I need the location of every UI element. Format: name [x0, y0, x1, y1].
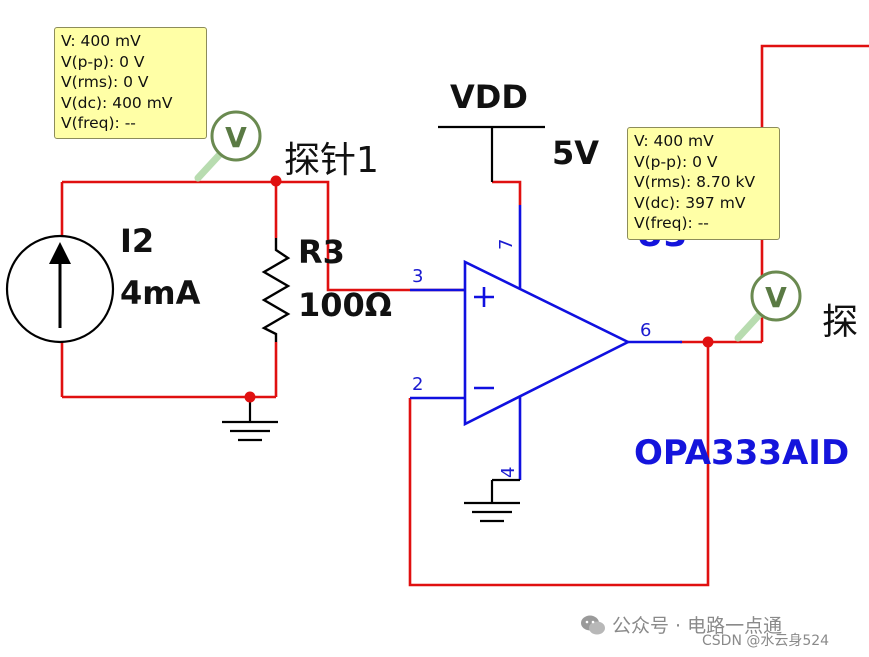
meter1-vdc: V(dc): 400 mV: [61, 93, 173, 112]
probe1-circle: [210, 110, 262, 162]
pin-3-label: 3: [412, 266, 423, 287]
vdd-value: 5V: [552, 134, 599, 172]
wechat-icon: [581, 615, 605, 634]
probe2-symbol: V: [765, 281, 787, 314]
node-output: [702, 336, 714, 348]
probe1-label: 探针1: [284, 140, 379, 181]
wire-feedback: [408, 342, 710, 587]
source-value: 4mA: [120, 274, 201, 312]
pin-6-label: 6: [640, 320, 651, 341]
resistor-zigzag: [261, 238, 291, 342]
wire-top-left: [62, 180, 465, 292]
probe1-symbol: V: [225, 121, 247, 154]
probe2-stem: [734, 310, 764, 342]
opamp-label: OPA333AID: [634, 433, 849, 473]
wire-output-up: [760, 44, 869, 342]
opamp-triangle: [463, 259, 631, 427]
csdn-watermark: CSDN @水云身524: [702, 633, 830, 649]
meter1-vpp: V(p-p): 0 V: [61, 52, 145, 71]
meter2-vrms: V(rms): 8.70 kV: [634, 173, 756, 191]
meter2-vfreq: V(freq): --: [634, 214, 709, 232]
node-top: [270, 175, 282, 187]
meter1-vrms: V(rms): 0 V: [61, 73, 149, 91]
resistor-name: R3: [298, 233, 345, 271]
probe2-circle: [750, 270, 802, 322]
pin-7-label: 7: [496, 239, 517, 250]
probe2-label: 探: [822, 302, 858, 343]
pin-4-label: 4: [498, 467, 519, 478]
pin-2-label: 2: [412, 374, 423, 395]
meter-readout-2: V: 400 mV V(p-p): 0 V V(rms): 8.70 kV V(…: [627, 127, 780, 240]
vdd-label: VDD: [450, 78, 528, 116]
meter1-voltage: V: 400 mV: [61, 32, 141, 50]
meter-readout-1: V: 400 mV V(p-p): 0 V V(rms): 0 V V(dc):…: [54, 27, 207, 139]
meter2-vpp: V(p-p): 0 V: [634, 152, 718, 171]
source-name: I2: [120, 222, 154, 260]
meter2-voltage: V: 400 mV: [634, 132, 714, 150]
resistor-value: 100Ω: [298, 286, 392, 324]
watermark: 公众号 · 电路一点通: [580, 611, 782, 638]
watermark-text: 公众号 · 电路一点通: [612, 615, 783, 637]
meter1-vfreq: V(freq): --: [61, 114, 136, 132]
node-ground: [244, 391, 256, 403]
current-source-arrow-head: [49, 242, 71, 264]
meter2-vdc: V(dc): 397 mV: [634, 193, 746, 212]
probe1-stem: [194, 148, 226, 182]
wire-vdd-to-opamp: [492, 180, 522, 205]
